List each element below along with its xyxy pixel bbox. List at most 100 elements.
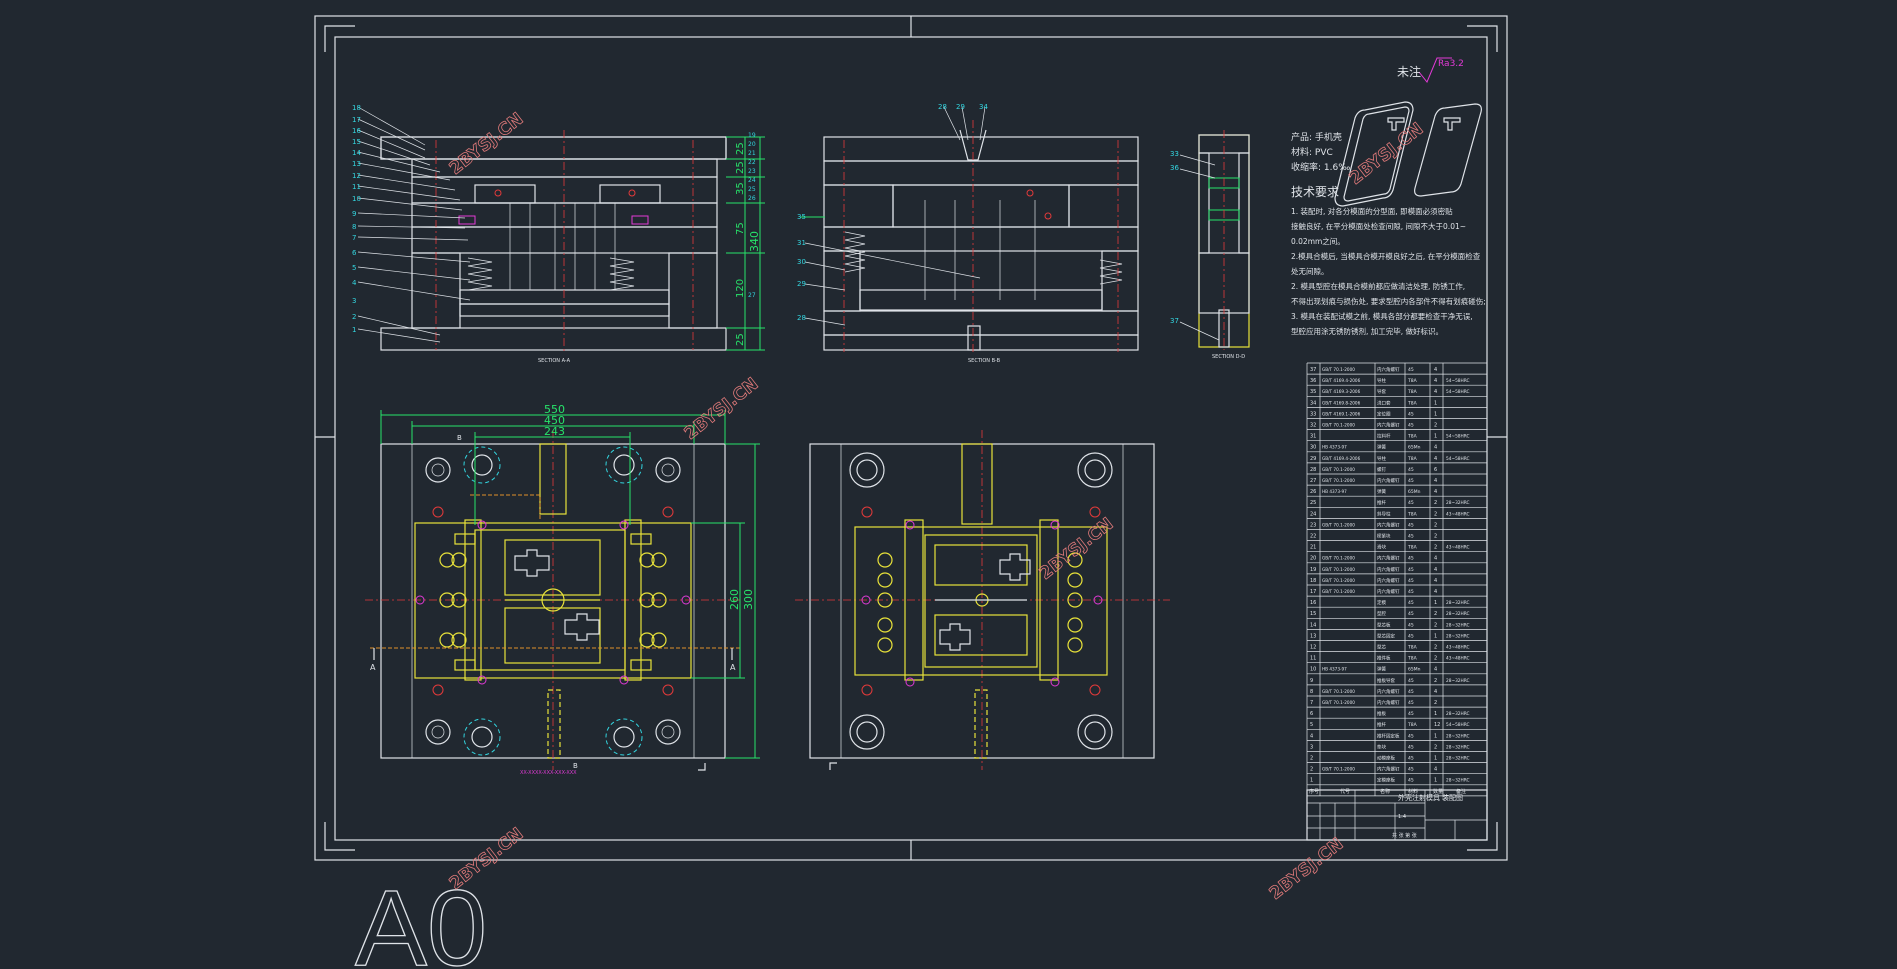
plan-view-moving-half[interactable] — [795, 430, 1170, 770]
bom-cell-name: 定位圈 — [1377, 410, 1391, 417]
bom-cell-name: 内六角螺钉 — [1377, 555, 1400, 562]
bom-cell-note: 54~58HRC — [1446, 378, 1470, 384]
bom-cell-material: 45 — [1408, 756, 1414, 762]
bom-cell-name: 推件板 — [1377, 655, 1391, 662]
bom-cell-note: 28~32HRC — [1446, 633, 1470, 639]
bom-cell-name: 拉料杆 — [1377, 433, 1391, 440]
bom-cell-no: 10 — [1310, 667, 1316, 673]
bom-cell-note: 54~58HRC — [1446, 722, 1470, 728]
sheet-count: 共 张 第 张 — [1392, 832, 1417, 839]
bom-cell-code: GB/T 4169.3-2006 — [1322, 389, 1361, 394]
bom-cell-no: 3 — [1310, 744, 1313, 750]
svg-text:243: 243 — [544, 425, 565, 438]
bom-cell-material: T8A — [1407, 456, 1418, 462]
bom-cell-no: 22 — [1310, 534, 1316, 540]
bom-cell-name: 内六角螺钉 — [1377, 521, 1400, 528]
view-marker-a-left: A — [370, 663, 376, 672]
callout-aa-left: 17 — [352, 116, 361, 124]
bom-cell-no: 33 — [1310, 411, 1316, 417]
bom-cell-note: 28~32HRC — [1446, 500, 1470, 506]
watermark-6: 2BYSJ.CN — [1266, 834, 1348, 904]
callout-aa-left: 13 — [352, 160, 361, 168]
bom-cell-qty: 4 — [1434, 578, 1437, 584]
bom-cell-material: T8A — [1407, 511, 1418, 517]
bom-cell-code: GB/T 70.1-2000 — [1322, 589, 1355, 594]
bom-cell-no: 5 — [1310, 722, 1313, 728]
bom-cell-code: GB/T 70.1-2000 — [1322, 567, 1355, 572]
bom-cell-note: 28~32HRC — [1446, 678, 1470, 684]
bom-table — [1306, 362, 1488, 797]
callout-bb-top: 28 — [938, 103, 947, 111]
bom-cell-material: 65Mn — [1408, 667, 1421, 673]
bom-cell-material: 65Mn — [1408, 445, 1421, 451]
bom-cell-material: 45 — [1408, 767, 1414, 773]
callout-bb-left: 35 — [797, 213, 806, 221]
bom-cell-qty: 4 — [1434, 589, 1437, 595]
bom-cell-material: T8A — [1407, 545, 1418, 551]
bom-cell-code: GB/T 70.1-2000 — [1322, 767, 1355, 772]
bom-cell-name: 型芯板 — [1377, 621, 1391, 628]
bom-cell-qty: 2 — [1434, 611, 1437, 617]
bom-cell-qty: 4 — [1434, 445, 1437, 451]
bom-cell-name: 弹簧 — [1377, 444, 1386, 451]
bom-cell-qty: 2 — [1434, 423, 1437, 429]
bom-cell-name: 内六角螺钉 — [1377, 366, 1400, 373]
section-dd-view[interactable] — [1179, 130, 1250, 350]
bom-cell-code: GB/T 70.1-2000 — [1322, 578, 1355, 583]
bom-cell-material: 45 — [1408, 578, 1414, 584]
bom-cell-no: 4 — [1310, 733, 1313, 739]
bom-cell-note: 43~48HRC — [1446, 656, 1470, 662]
callout-aa-left: 10 — [352, 195, 361, 203]
callout-aa-right: 19 — [748, 132, 756, 139]
bom-cell-qty: 2 — [1434, 700, 1437, 706]
svg-text:型腔应用涂无锈防锈剂, 加工完毕, 做好标识。: 型腔应用涂无锈防锈剂, 加工完毕, 做好标识。 — [1291, 326, 1443, 336]
callout-aa-left: 12 — [352, 172, 361, 180]
bom-header-cell: 材料 — [1408, 788, 1418, 795]
bom-cell-qty: 2 — [1434, 534, 1437, 540]
plan-dimension-text: 550 450 243 300 260 — [544, 403, 755, 610]
section-bb-view[interactable] — [800, 106, 1139, 352]
bom-cell-no: 34 — [1310, 400, 1316, 406]
bom-cell-name: 垫块 — [1377, 743, 1386, 750]
svg-text:0.02mm之间。: 0.02mm之间。 — [1291, 236, 1345, 246]
callout-aa-right: 25 — [748, 186, 756, 193]
bom-cell-name: 推杆 — [1377, 721, 1386, 728]
callout-aa-right: 23 — [748, 168, 756, 175]
bom-cell-no: 7 — [1310, 700, 1313, 706]
svg-text:75: 75 — [735, 222, 746, 235]
bom-cell-material: T8A — [1407, 389, 1418, 395]
bom-cell-note: 43~48HRC — [1446, 511, 1470, 517]
plan-view-fixed-half[interactable] — [365, 410, 760, 771]
bom-cell-code: GB/T 4169.4-2006 — [1322, 378, 1361, 383]
sheet-size-label: A0 — [355, 867, 487, 969]
bom-cell-note: 28~32HRC — [1446, 778, 1470, 784]
bom-cell-name: 定模 — [1377, 599, 1386, 606]
section-aa-view[interactable] — [357, 106, 765, 352]
bom-cell-qty: 1 — [1434, 400, 1437, 406]
plan-note: XX-XXXX-XXX-XXX-XXX — [520, 770, 577, 776]
aa-dimension-text: 25 35 25 75 340 120 25 — [735, 142, 761, 346]
callout-aa-left: 4 — [352, 279, 357, 287]
svg-text:450: 450 — [544, 414, 565, 427]
bom-cell-name: 动模座板 — [1377, 755, 1395, 762]
bom-cell-name: 内六角螺钉 — [1377, 766, 1400, 773]
bom-cell-qty: 6 — [1434, 467, 1437, 473]
product-phone-case-sketch — [1334, 101, 1482, 207]
bom-cell-material: 45 — [1408, 778, 1414, 784]
callout-aa-left: 18 — [352, 104, 361, 112]
bom-cell-no: 12 — [1310, 645, 1316, 651]
bom-cell-name: 内六角螺钉 — [1377, 422, 1400, 429]
bom-cell-qty: 4 — [1434, 367, 1437, 373]
bom-cell-qty: 4 — [1434, 567, 1437, 573]
bom-cell-name: 推板导套 — [1377, 677, 1395, 684]
callout-aa-left: 8 — [352, 223, 356, 231]
bom-cell-name: 斜导柱 — [1377, 510, 1391, 517]
bom-cell-no: 2 — [1310, 756, 1313, 762]
bom-cell-material: 45 — [1408, 367, 1414, 373]
bom-cell-code: GB/T 70.1-2000 — [1322, 700, 1355, 705]
bom-cell-no: 26 — [1310, 489, 1316, 495]
svg-text:340: 340 — [748, 231, 761, 252]
bom-cell-name: 推板 — [1377, 710, 1386, 717]
callout-dd: 33 — [1170, 150, 1179, 158]
